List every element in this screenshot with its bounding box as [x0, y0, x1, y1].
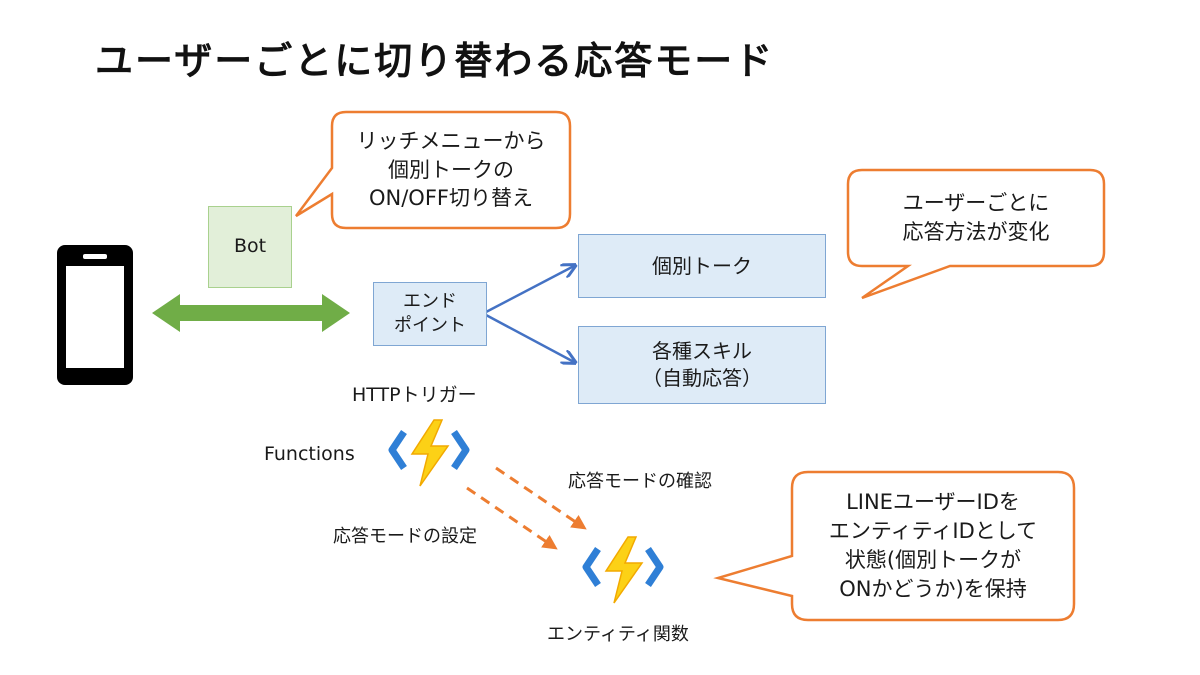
callout-entity-shape [713, 470, 1076, 622]
kobetsu-talk-box: 個別トーク [578, 234, 826, 298]
callout-entity-line1: LINEユーザーIDを [846, 490, 1020, 515]
callout-entity: LINEユーザーIDを エンティティIDとして 状態(個別トークが ONかどうか… [794, 474, 1072, 618]
route-arrow-skill [485, 313, 574, 362]
callout-per-user-shape [846, 168, 1106, 300]
callout-rich-menu-line1: リッチメニューから [356, 128, 546, 153]
skill-line2: （自動応答） [642, 366, 762, 390]
page-title: ユーザーごとに切り替わる応答モード [95, 39, 775, 83]
callout-rich-menu: リッチメニューから 個別トークの ON/OFF切り替え [334, 114, 568, 226]
callout-rich-menu-line2: 個別トークの [388, 157, 514, 182]
skill-box: 各種スキル （自動応答） [578, 326, 826, 404]
route-arrow-kobetsu [485, 266, 574, 314]
set-mode-arrow [466, 486, 558, 550]
http-trigger-label: HTTPトリガー [352, 384, 477, 406]
bot-box: Bot [208, 206, 292, 288]
functions-label: Functions [264, 443, 355, 465]
entity-function-label: エンティティ関数 [547, 624, 689, 645]
check-mode-arrow [495, 466, 587, 530]
skill-line1: 各種スキル [652, 339, 752, 363]
endpoint-box: エンド ポイント [373, 282, 487, 346]
set-mode-label: 応答モードの設定 [333, 526, 477, 547]
bot-label: Bot [233, 235, 267, 258]
entity-function-icon [582, 536, 664, 604]
callout-rich-menu-line3: ON/OFF切り替え [368, 186, 533, 211]
bidirectional-arrow [152, 294, 350, 332]
smartphone-icon [57, 245, 133, 385]
callout-per-user-line1: ユーザーごとに [902, 191, 1050, 216]
callout-entity-line3: 状態(個別トークが [844, 548, 1022, 572]
callout-rich-menu-shape [295, 110, 572, 230]
azure-functions-icon [388, 419, 470, 487]
callout-entity-line4: ONかどうか)を保持 [839, 576, 1027, 601]
callout-per-user: ユーザーごとに 応答方法が変化 [850, 172, 1102, 264]
callout-per-user-line2: 応答方法が変化 [902, 220, 1050, 244]
callout-entity-line2: エンティティIDとして [828, 519, 1038, 544]
endpoint-line1: エンド [403, 290, 457, 312]
endpoint-line2: ポイント [394, 315, 466, 336]
check-mode-label: 応答モードの確認 [568, 471, 712, 492]
kobetsu-talk-label: 個別トーク [652, 253, 752, 278]
